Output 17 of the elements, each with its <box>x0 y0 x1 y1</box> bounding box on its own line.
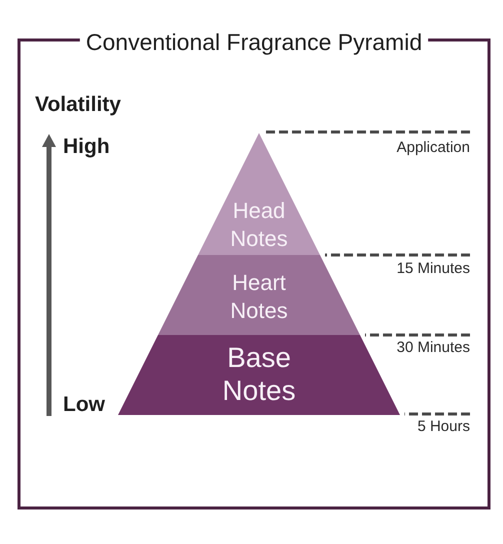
dashed-leader-line <box>264 130 470 134</box>
axis-label: High <box>63 136 110 157</box>
axis-label: Low <box>63 394 105 415</box>
dashed-leader-line <box>365 334 470 336</box>
time-label: 5 Hours <box>417 416 470 434</box>
pyramid-tier <box>158 255 360 335</box>
time-label: 30 Minutes <box>396 336 470 355</box>
time-label: Application <box>396 134 470 155</box>
time-label: 15 Minutes <box>396 256 470 276</box>
dashed-leader-line <box>404 412 470 416</box>
tier-label: Heart Notes <box>230 269 288 325</box>
tier-label: Base Notes <box>222 341 296 407</box>
tier-label: Head Notes <box>230 197 288 253</box>
dashed-leader-line <box>325 254 470 256</box>
axis-title: Volatility <box>35 94 121 115</box>
diagram-title: Conventional Fragrance Pyramid <box>86 31 422 54</box>
pyramid-tier <box>198 133 320 255</box>
